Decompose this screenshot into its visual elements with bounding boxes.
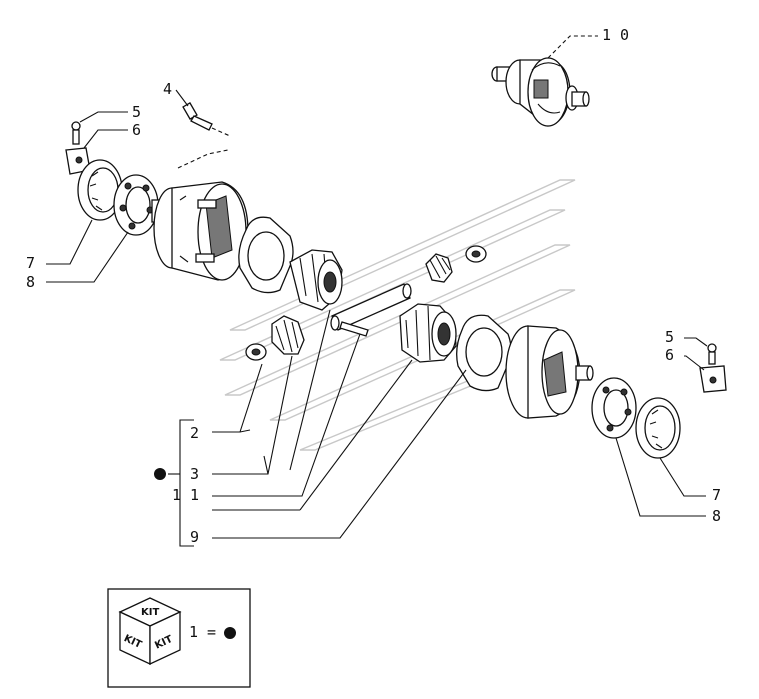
side-gear-left-part-11 xyxy=(289,249,343,311)
thrust-washer-right xyxy=(456,314,512,392)
callout-8-left: 8 xyxy=(26,273,35,291)
screw-plate-left-parts-5-6 xyxy=(65,111,128,175)
callout-5-left: 5 xyxy=(132,103,141,121)
bearing-right-parts-7-8 xyxy=(591,377,706,517)
callout-7-left: 7 xyxy=(26,254,35,272)
callout-3: 3 xyxy=(190,465,199,483)
thrust-washer-left xyxy=(238,216,294,294)
kit-label-top: KIT xyxy=(141,607,159,618)
kit-legend: KIT KIT KIT 1 = xyxy=(107,588,251,688)
kit-bullet xyxy=(224,627,236,639)
kit-box-icon xyxy=(118,597,182,666)
screw-plate-right-parts-5-6 xyxy=(684,337,727,393)
housing-right-half xyxy=(505,325,594,419)
pinion-gear-lower xyxy=(245,315,305,361)
screw-part-4 xyxy=(175,89,231,137)
differential-assembly-part-10 xyxy=(491,35,598,127)
callout-6-right: 6 xyxy=(665,346,674,364)
callout-7-right: 7 xyxy=(712,486,721,504)
callout-10: 1 0 xyxy=(602,26,629,44)
callout-6-left: 6 xyxy=(132,121,141,139)
callout-2: 2 xyxy=(190,424,199,442)
pinion-gear-upper xyxy=(425,245,487,283)
bearing-left-parts-7-8 xyxy=(46,159,159,283)
callout-5-right: 5 xyxy=(665,328,674,346)
pinion-shaft xyxy=(330,283,412,337)
callout-bracket xyxy=(154,309,467,547)
callout-8-right: 8 xyxy=(712,507,721,525)
housing-left-half xyxy=(151,149,249,281)
callout-4: 4 xyxy=(163,80,172,98)
side-gear-right xyxy=(399,303,457,363)
kit-equation: 1 = xyxy=(189,623,216,641)
callout-9: 9 xyxy=(190,528,199,546)
callout-11: 1 1 xyxy=(172,486,199,504)
